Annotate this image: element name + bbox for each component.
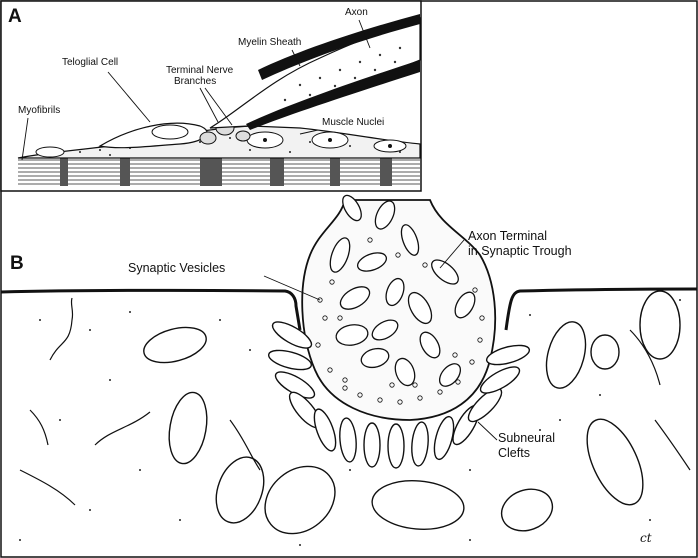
label-axon: Axon (345, 8, 368, 19)
label-subneural-clefts-2: Clefts (498, 447, 530, 460)
panel-a-letter: A (8, 6, 22, 28)
label-axon-terminal-1: Axon Terminal (468, 230, 547, 243)
label-axon-terminal-2: in Synaptic Trough (468, 245, 572, 258)
label-muscle-nuclei: Muscle Nuclei (322, 118, 384, 129)
artist-signature: ct (640, 532, 652, 545)
label-myelin-sheath: Myelin Sheath (238, 38, 301, 49)
label-subneural-clefts-1: Subneural (498, 432, 555, 445)
label-teloglial-cell: Teloglial Cell (62, 58, 118, 69)
label-terminal-nerve-2: Branches (174, 77, 216, 88)
label-terminal-nerve-1: Terminal Nerve (166, 66, 233, 77)
label-myofibrils: Myofibrils (18, 106, 60, 117)
label-synaptic-vesicles: Synaptic Vesicles (128, 262, 225, 275)
panel-b-letter: B (10, 253, 24, 275)
teloglial-nucleus (152, 125, 188, 139)
